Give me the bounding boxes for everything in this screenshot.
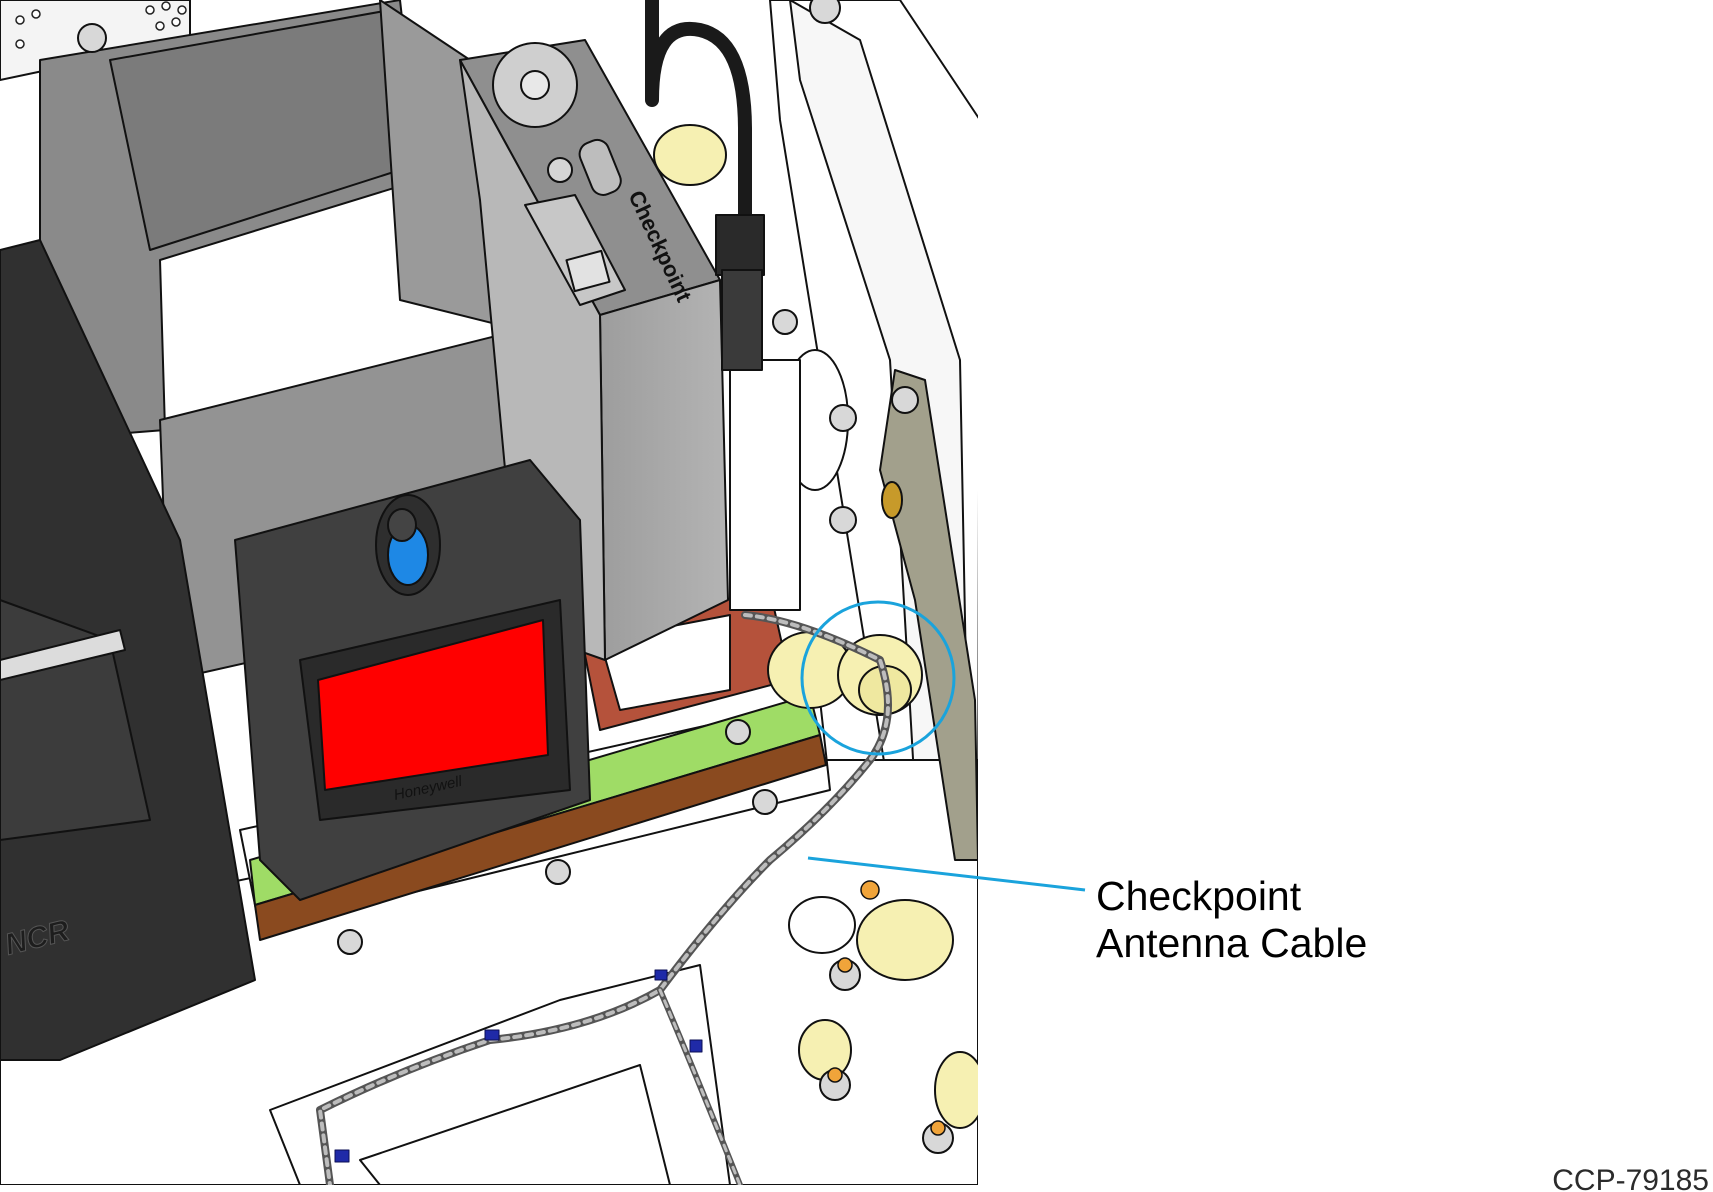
vent-holes	[15, 1, 187, 49]
scanner-window	[317, 619, 549, 791]
power-plug-sleeve	[715, 214, 765, 276]
brown-rail	[254, 734, 827, 941]
receipt-printer-body	[0, 239, 256, 1061]
eas-side-block	[729, 359, 801, 611]
brass-studs	[827, 880, 946, 1136]
antenna-frame-opening	[359, 1064, 671, 1185]
eas-connector-center	[520, 70, 550, 100]
callout-label: Checkpoint Antenna Cable	[1096, 873, 1367, 966]
scanner-button-top	[387, 508, 417, 542]
cable-clip-e	[934, 1051, 978, 1129]
hardware-illustration: Checkpoint NCR Honeywell	[0, 0, 978, 1185]
eas-unit-front	[599, 279, 729, 661]
callout-label-line1: Checkpoint	[1096, 873, 1302, 919]
antenna-cable-highlight-circle	[800, 600, 956, 756]
cable-clip-top	[653, 124, 727, 186]
eas-reset-button	[547, 157, 573, 183]
fasteners	[77, 0, 954, 1154]
callout-leader-line	[807, 856, 1086, 892]
cable-clip-d	[798, 1019, 852, 1081]
cable-clip-c	[856, 899, 954, 981]
power-plug	[721, 269, 763, 371]
eas-network-port	[565, 249, 611, 293]
figure-id: CCP-79185	[1552, 1164, 1709, 1192]
antenna-cable	[316, 611, 892, 1185]
power-cable	[645, 0, 752, 230]
callout-label-line2: Antenna Cable	[1096, 920, 1367, 966]
strap-pin	[881, 481, 903, 519]
base-hole	[788, 896, 856, 954]
receipt-paper-slot	[0, 629, 126, 681]
eas-power-switch	[578, 138, 622, 196]
cable-ties	[334, 969, 703, 1163]
